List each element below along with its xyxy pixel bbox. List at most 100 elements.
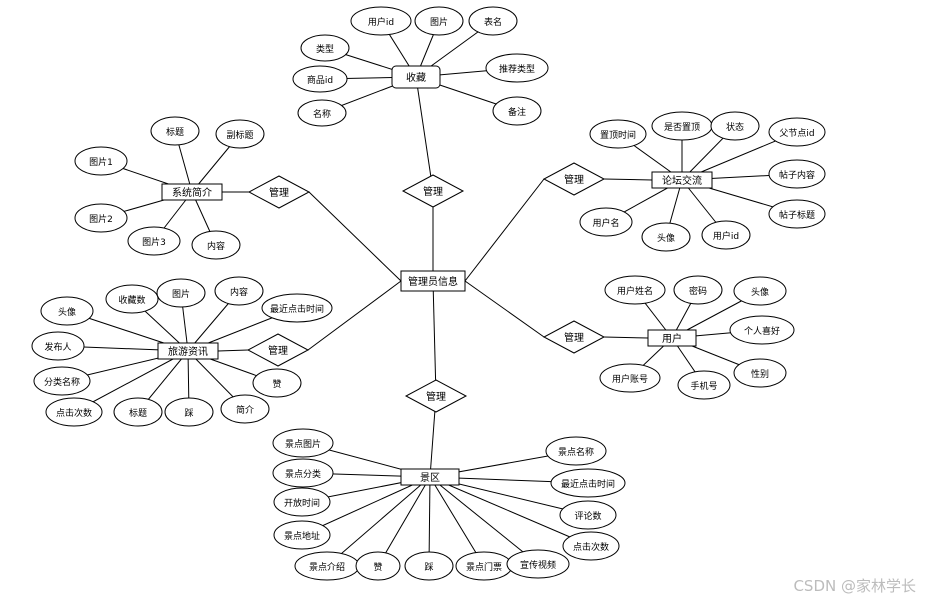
center-entity [400, 270, 466, 292]
entity-scenic-area-attribute-label: 点击次数 [573, 541, 609, 553]
entity-scenic-area-attr-link [301, 476, 431, 536]
entity-scenic-area-relation-label: 管理 [426, 390, 446, 403]
entity-user-attribute-label: 密码 [689, 285, 707, 297]
entity-user-attribute-label: 头像 [751, 286, 769, 298]
entity-travel-news-link-center [307, 280, 402, 351]
entity-collection-attribute [468, 6, 518, 36]
entity-system-intro [161, 183, 223, 201]
entity-travel-news-attribute [105, 284, 159, 314]
entity-travel-news-attribute [164, 397, 214, 427]
entity-user-relation-label: 管理 [564, 331, 584, 344]
entity-scenic-area-attr-link [326, 476, 431, 567]
entity-scenic-area-attribute [273, 520, 331, 550]
entity-forum-attribute-label: 帖子标题 [779, 209, 815, 221]
entity-travel-news-attribute-label: 最近点击时间 [270, 303, 324, 315]
entity-collection-link-entity [415, 76, 434, 192]
entity-travel-news-link-entity [217, 349, 249, 352]
entity-system-intro-label: 系统简介 [172, 186, 212, 199]
entity-scenic-area-attr-link [429, 476, 592, 547]
entity-travel-news-attribute [220, 394, 270, 424]
entity-collection-attribute-label: 图片 [430, 16, 448, 28]
entity-user-attribute [599, 363, 661, 393]
entity-system-intro-relation [247, 175, 311, 209]
entity-forum [651, 171, 713, 189]
entity-travel-news-attribute [214, 276, 264, 306]
entity-travel-news-attribute-label: 发布人 [44, 341, 71, 353]
entity-scenic-area-attribute-label: 景点门票 [466, 561, 502, 573]
entity-collection-attribute [414, 6, 464, 36]
entity-travel-news-attribute [156, 278, 206, 308]
entity-travel-news-attribute [252, 368, 302, 398]
entity-scenic-area-attribute [562, 531, 620, 561]
entity-user-attribute [673, 275, 723, 305]
entity-system-intro-attribute [74, 146, 128, 176]
entity-forum-relation-label: 管理 [564, 173, 584, 186]
entity-travel-news-attribute [33, 366, 91, 396]
entity-collection-relation [401, 174, 465, 208]
entity-system-intro-attribute [127, 226, 181, 256]
entity-collection-relation-label: 管理 [423, 185, 443, 198]
entity-user-attribute-label: 手机号 [690, 380, 717, 392]
entity-scenic-area-attribute-label: 景点名称 [558, 446, 594, 458]
entity-scenic-area-attribute-label: 景点分类 [285, 468, 321, 480]
entity-travel-news-attribute-label: 赞 [272, 378, 281, 390]
entity-collection-attribute-label: 名称 [313, 108, 331, 120]
entity-collection-attribute [350, 6, 412, 36]
entity-travel-news-attribute [40, 296, 94, 326]
entity-scenic-area-attribute [273, 487, 331, 517]
entity-scenic-area-attr-link [429, 476, 539, 565]
entity-user-link-center [464, 280, 545, 338]
entity-scenic-area-relation [404, 379, 468, 413]
entity-system-intro-link-center [308, 191, 402, 282]
entity-collection-attribute [485, 53, 549, 83]
entity-travel-news-attribute-label: 内容 [230, 286, 248, 298]
entity-travel-news-label: 旅游资讯 [168, 345, 208, 358]
entity-scenic-area-attribute-label: 评论数 [574, 510, 601, 522]
entity-user [647, 329, 697, 347]
entity-travel-news-attribute [113, 397, 163, 427]
entity-user-attribute [733, 358, 787, 388]
center-entity-label: 管理员信息 [408, 275, 458, 288]
entity-forum-attribute [641, 222, 691, 252]
entity-system-intro-attribute-label: 副标题 [226, 129, 253, 141]
entity-scenic-area-attribute [272, 458, 334, 488]
entity-scenic-area [400, 468, 460, 486]
entity-travel-news-relation [246, 333, 310, 367]
entity-scenic-area-attribute-label: 赞 [373, 561, 382, 573]
entity-travel-news-attribute-label: 收藏数 [118, 294, 145, 306]
entity-forum-link-center [464, 178, 545, 282]
entity-scenic-area-link-center [432, 280, 437, 397]
entity-collection-attribute [297, 99, 347, 127]
entity-user-link-entity [603, 336, 649, 339]
entity-travel-news-attribute-label: 图片 [172, 288, 190, 300]
entity-scenic-area-attr-link [428, 476, 431, 567]
entity-collection-attribute-label: 商品id [307, 74, 333, 86]
entity-forum-link-entity [603, 178, 653, 181]
entity-forum-attribute-label: 置顶时间 [600, 129, 636, 141]
entity-system-intro-attribute-label: 图片3 [142, 236, 166, 248]
entity-travel-news-attribute-label: 头像 [58, 306, 76, 318]
entity-user-attribute [604, 275, 666, 305]
entity-scenic-area-attribute-label: 景点图片 [285, 438, 321, 450]
entity-forum-attribute-label: 头像 [657, 232, 675, 244]
entity-system-intro-attribute-label: 图片2 [89, 213, 113, 225]
entity-user-relation [542, 320, 606, 354]
entity-scenic-area-label: 景区 [420, 472, 440, 484]
entity-collection-attribute [300, 34, 350, 62]
entity-travel-news-attribute-label: 点击次数 [56, 407, 92, 419]
entity-travel-news [157, 342, 219, 360]
entity-collection-attribute-label: 用户id [368, 16, 394, 28]
entity-user-attribute-label: 性别 [751, 368, 769, 380]
entity-forum-attribute [710, 111, 760, 141]
entity-user-attribute [733, 276, 787, 306]
entity-collection-attribute [492, 96, 542, 126]
entity-user-attribute-label: 用户账号 [612, 373, 648, 385]
entity-travel-news-attribute-label: 踩 [184, 408, 193, 419]
entity-collection-attribute-label: 备注 [508, 106, 526, 118]
entity-user-attribute-label: 个人喜好 [744, 325, 780, 337]
entity-travel-news-attribute [261, 293, 333, 323]
entity-collection [391, 65, 441, 89]
entity-system-intro-relation-label: 管理 [269, 186, 289, 199]
